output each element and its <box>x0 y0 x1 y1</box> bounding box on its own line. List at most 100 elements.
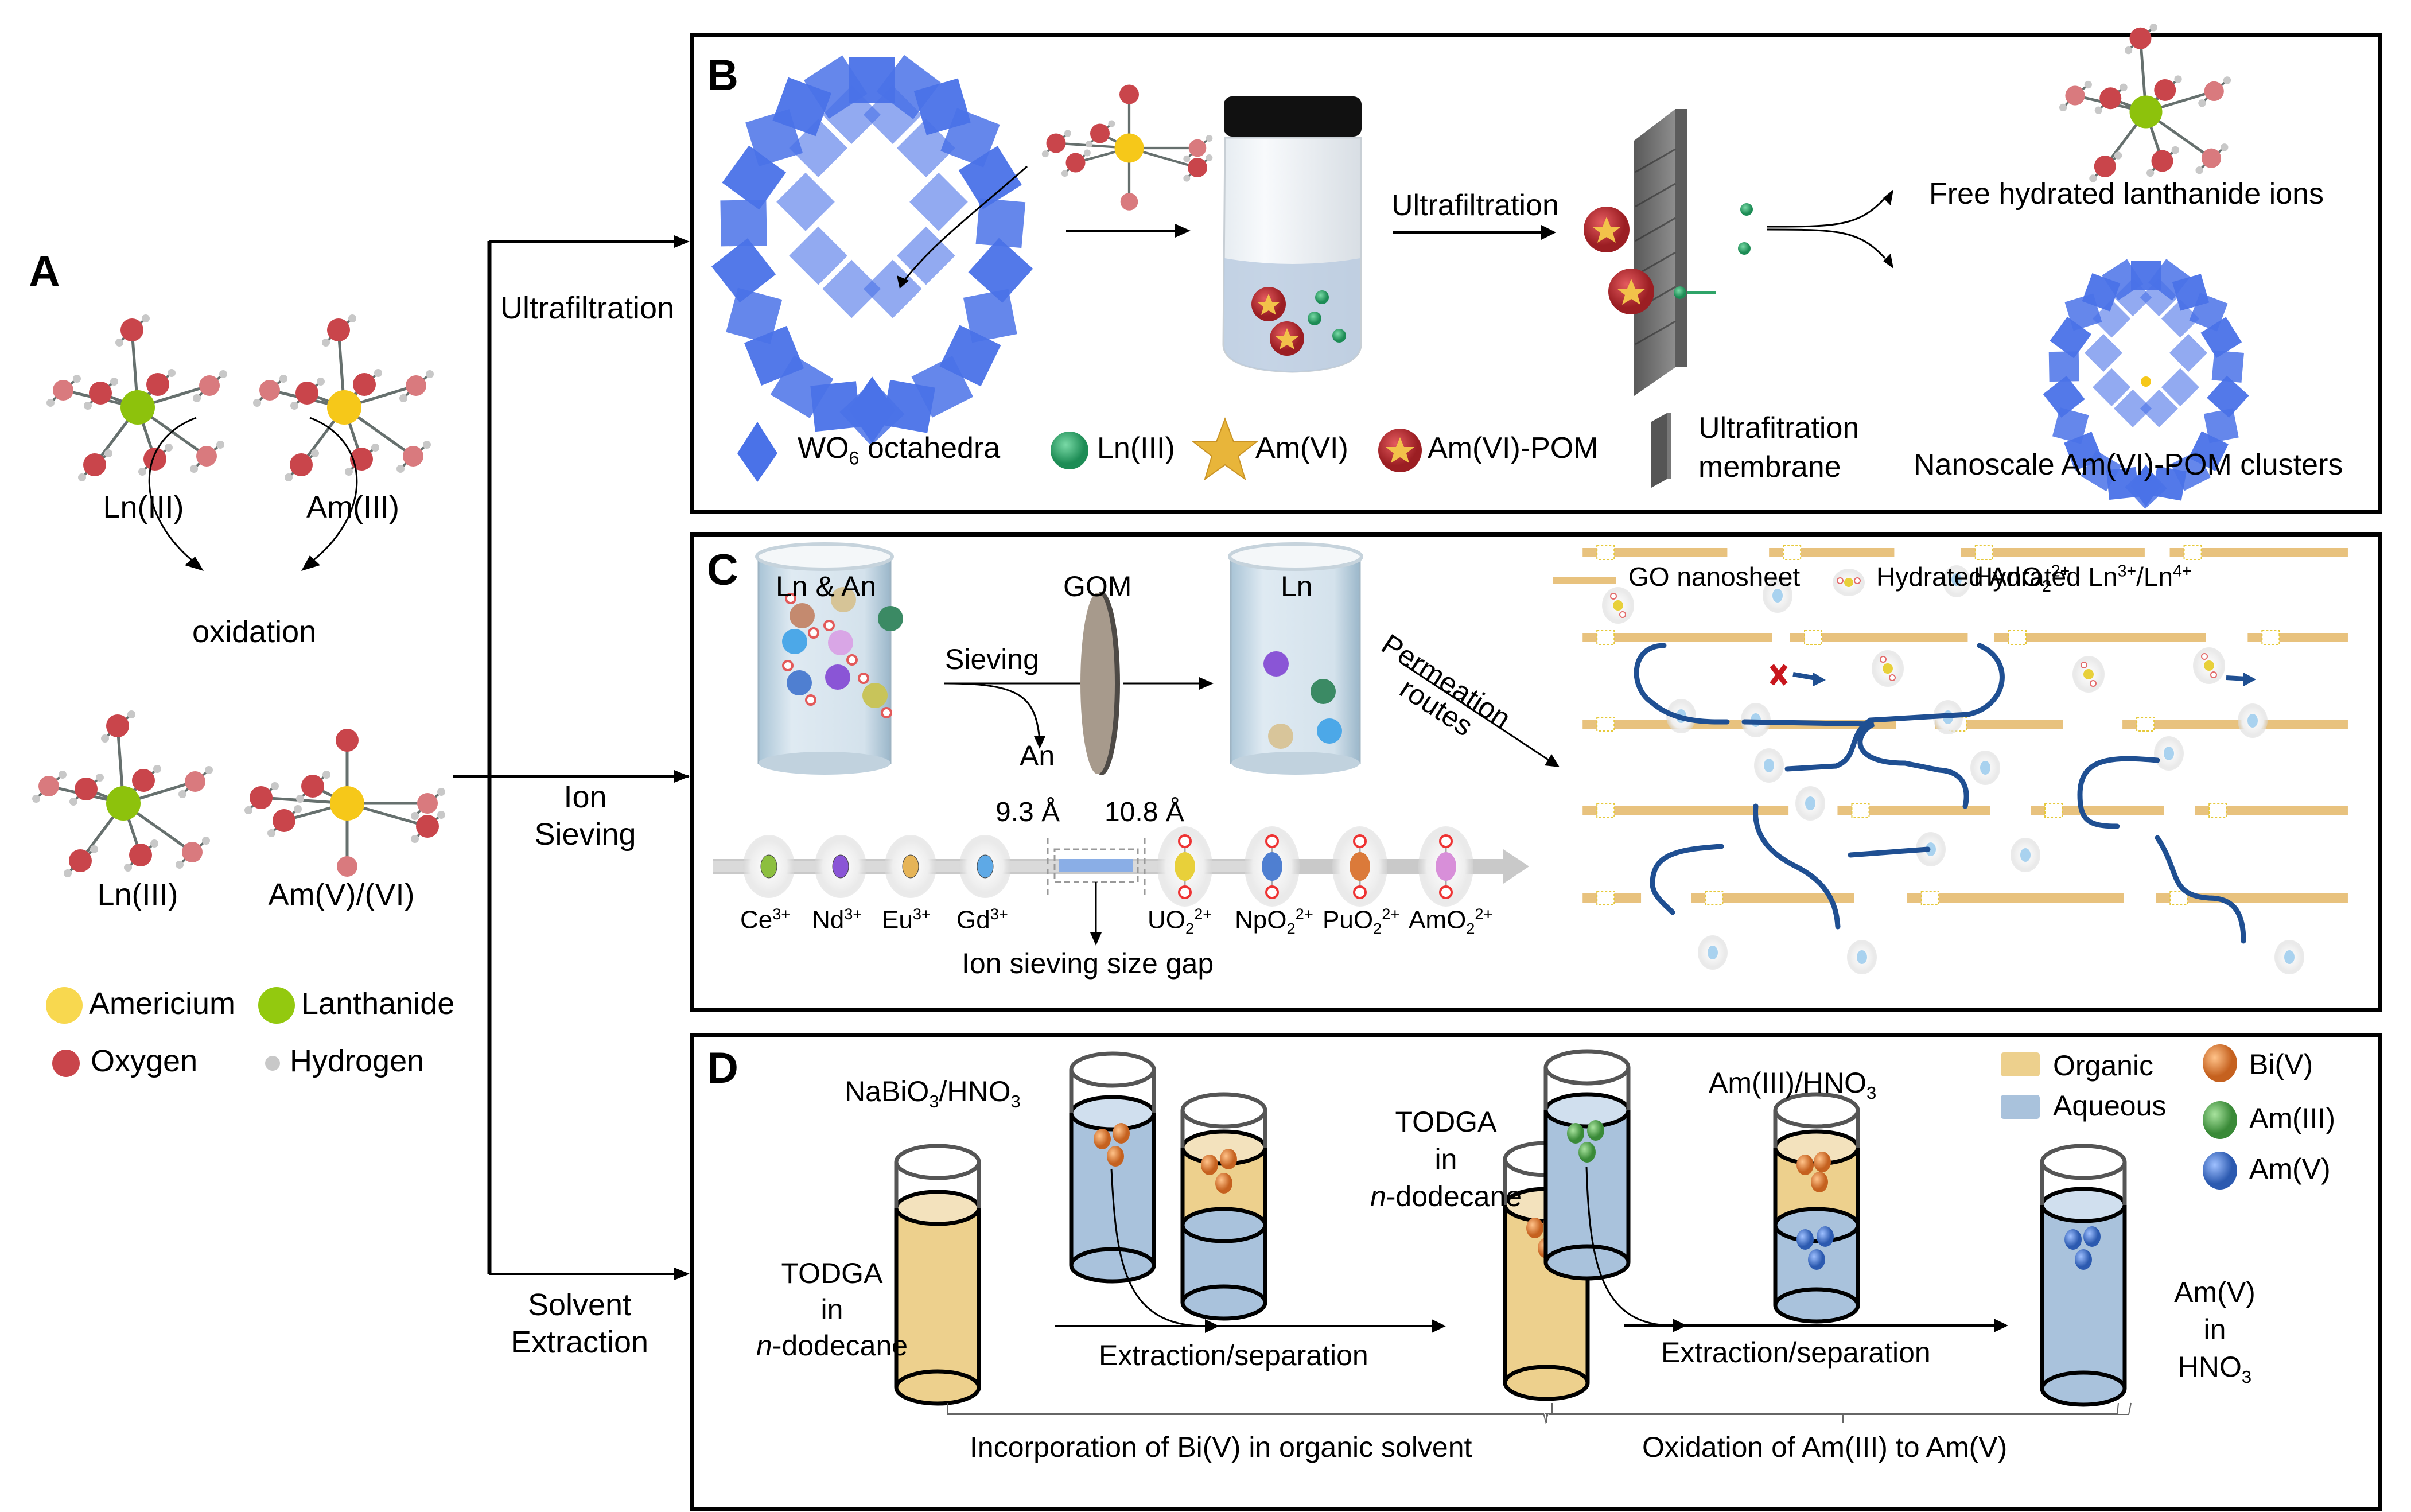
oxygen-atom <box>417 793 438 814</box>
tube-biphasic-1 <box>1180 1092 1267 1321</box>
metal-center <box>106 786 141 821</box>
tube-rim <box>1069 1051 1156 1088</box>
insertion-arrow <box>903 165 1028 282</box>
hydrated-ln-mid: /Ln <box>2136 562 2173 592</box>
hydrogen-atom <box>411 835 419 843</box>
hydrogen-atom <box>285 473 293 481</box>
vial <box>1222 96 1362 373</box>
wo6-octahedron <box>958 146 1022 209</box>
oxygen-atom <box>132 769 155 792</box>
ion-ball <box>787 670 812 695</box>
hydrogen-atom <box>345 468 353 476</box>
panel-b-label: B <box>707 51 738 100</box>
ion-charge: 3+ <box>912 905 931 923</box>
tube-bottom <box>1069 1247 1156 1284</box>
flow-path <box>1784 717 1873 772</box>
oxygen-atom <box>353 373 376 396</box>
ln-core <box>1980 761 1990 775</box>
ion-npo <box>1262 852 1282 881</box>
ln-core <box>1926 842 1936 856</box>
beaker-ln-an-label: Ln & An <box>776 570 877 603</box>
wo6-octahedron <box>2203 408 2239 444</box>
blocked-path-head <box>1813 673 1826 686</box>
oxygen-atom <box>2154 79 2176 101</box>
gap-high-label: 10.8 Å <box>1105 797 1184 827</box>
am3-hno3-sub: 3 <box>1866 1083 1877 1103</box>
ln-passed-1 <box>1740 203 1753 216</box>
hydrogen-atom <box>110 378 118 386</box>
oxidation-arrow-left <box>148 417 199 566</box>
hydrated-ln-sup2: 4+ <box>2173 562 2192 581</box>
oxygen-atom <box>259 380 280 401</box>
oxygen-atom <box>406 375 426 396</box>
hydrogen-atom <box>216 441 224 449</box>
am3-legend-label: Am(III) <box>2249 1102 2335 1134</box>
ion-ce <box>760 854 777 879</box>
hydrogen-atom <box>59 771 67 779</box>
am5-legend-label: Am(V) <box>2249 1153 2331 1185</box>
am3-hno3-label: Am(III)/HNO3 <box>1709 1067 1876 1103</box>
go-defect <box>1596 891 1615 905</box>
wo6-octahedron <box>711 238 776 303</box>
hydrogen-atom <box>244 806 252 814</box>
hydrogen-atom <box>2146 169 2155 177</box>
wo6-octahedron <box>2043 375 2085 418</box>
hydrogen-atom <box>2198 99 2206 107</box>
hydrogen-atom <box>1206 135 1213 142</box>
liquid-surface <box>1180 1207 1267 1243</box>
oxygen-atom <box>1188 158 1207 177</box>
oxo-atom <box>1439 885 1453 899</box>
hydrogen-atom <box>2149 24 2157 32</box>
hydrogen-atom <box>104 449 112 457</box>
ion-label-nd: Nd3+ <box>812 905 862 934</box>
am3-hydrated-molecule <box>253 314 434 481</box>
oxygen-atom <box>301 775 324 798</box>
go-nanosheet <box>1582 548 1728 557</box>
hydrogen-atom <box>90 845 98 853</box>
nabio3-label: NaBiO3/HNO3 <box>845 1076 1021 1111</box>
hydrogen-atom <box>168 369 176 377</box>
oxygen-atom <box>416 815 439 838</box>
wo6-octahedron <box>2131 464 2161 507</box>
hydrogen-atom <box>1183 174 1191 182</box>
ion-charge: 3+ <box>990 905 1008 923</box>
am56-molecule <box>244 729 445 877</box>
hydrogen-atom <box>193 394 201 402</box>
metal-center <box>120 390 155 425</box>
go-defect <box>1596 545 1615 560</box>
go-nanosheet-legend-label: GO nanosheet <box>1628 562 1801 592</box>
bi5-legend-label: Bi(V) <box>2249 1048 2313 1080</box>
am3-hno3-a: Am(III)/HNO <box>1709 1067 1866 1099</box>
hydrogen-atom <box>411 812 419 820</box>
ion-nd <box>832 854 849 879</box>
oxo-atom <box>1439 834 1453 848</box>
ion-label-ce: Ce3+ <box>740 905 790 934</box>
nanoscale-pom-label: Nanoscale Am(VI)-POM clusters <box>1914 448 2343 481</box>
hydrogen-atom <box>423 441 431 449</box>
oxygen-atom <box>1119 84 1139 104</box>
am5-legend-icon <box>2203 1152 2237 1190</box>
hydrogen-atom <box>165 444 173 452</box>
hydrated-ln-legend-icon <box>1943 565 1970 597</box>
brace-step1 <box>947 1403 2117 1424</box>
oxo-atom <box>881 707 892 718</box>
lanthanide-dot-icon <box>258 987 295 1024</box>
oxo-atom <box>2081 662 2087 668</box>
hydrated-an-legend-icon <box>1833 569 1865 596</box>
tube-biphasic-2 <box>1773 1092 1860 1324</box>
ion-sphere <box>1107 1146 1124 1167</box>
ion-puo <box>1350 852 1370 881</box>
am6-star-icon <box>1192 417 1258 481</box>
oxo-atom <box>2201 653 2208 660</box>
tube-rim <box>2040 1144 2127 1180</box>
hydrogen-atom <box>2120 83 2128 91</box>
branch-label-sieving: Sieving <box>534 817 636 852</box>
oxygen-atom <box>1188 139 1207 157</box>
wo6-octahedron <box>720 200 767 247</box>
branch-label-ultrafiltration: Ultrafiltration <box>500 291 675 325</box>
legend-membrane-label-2: membrane <box>1698 450 1841 484</box>
hydrogen-atom <box>2124 46 2133 55</box>
metal-center <box>2129 95 2163 129</box>
hydrogen-atom <box>1206 154 1213 161</box>
wo6-octahedron <box>863 85 922 145</box>
